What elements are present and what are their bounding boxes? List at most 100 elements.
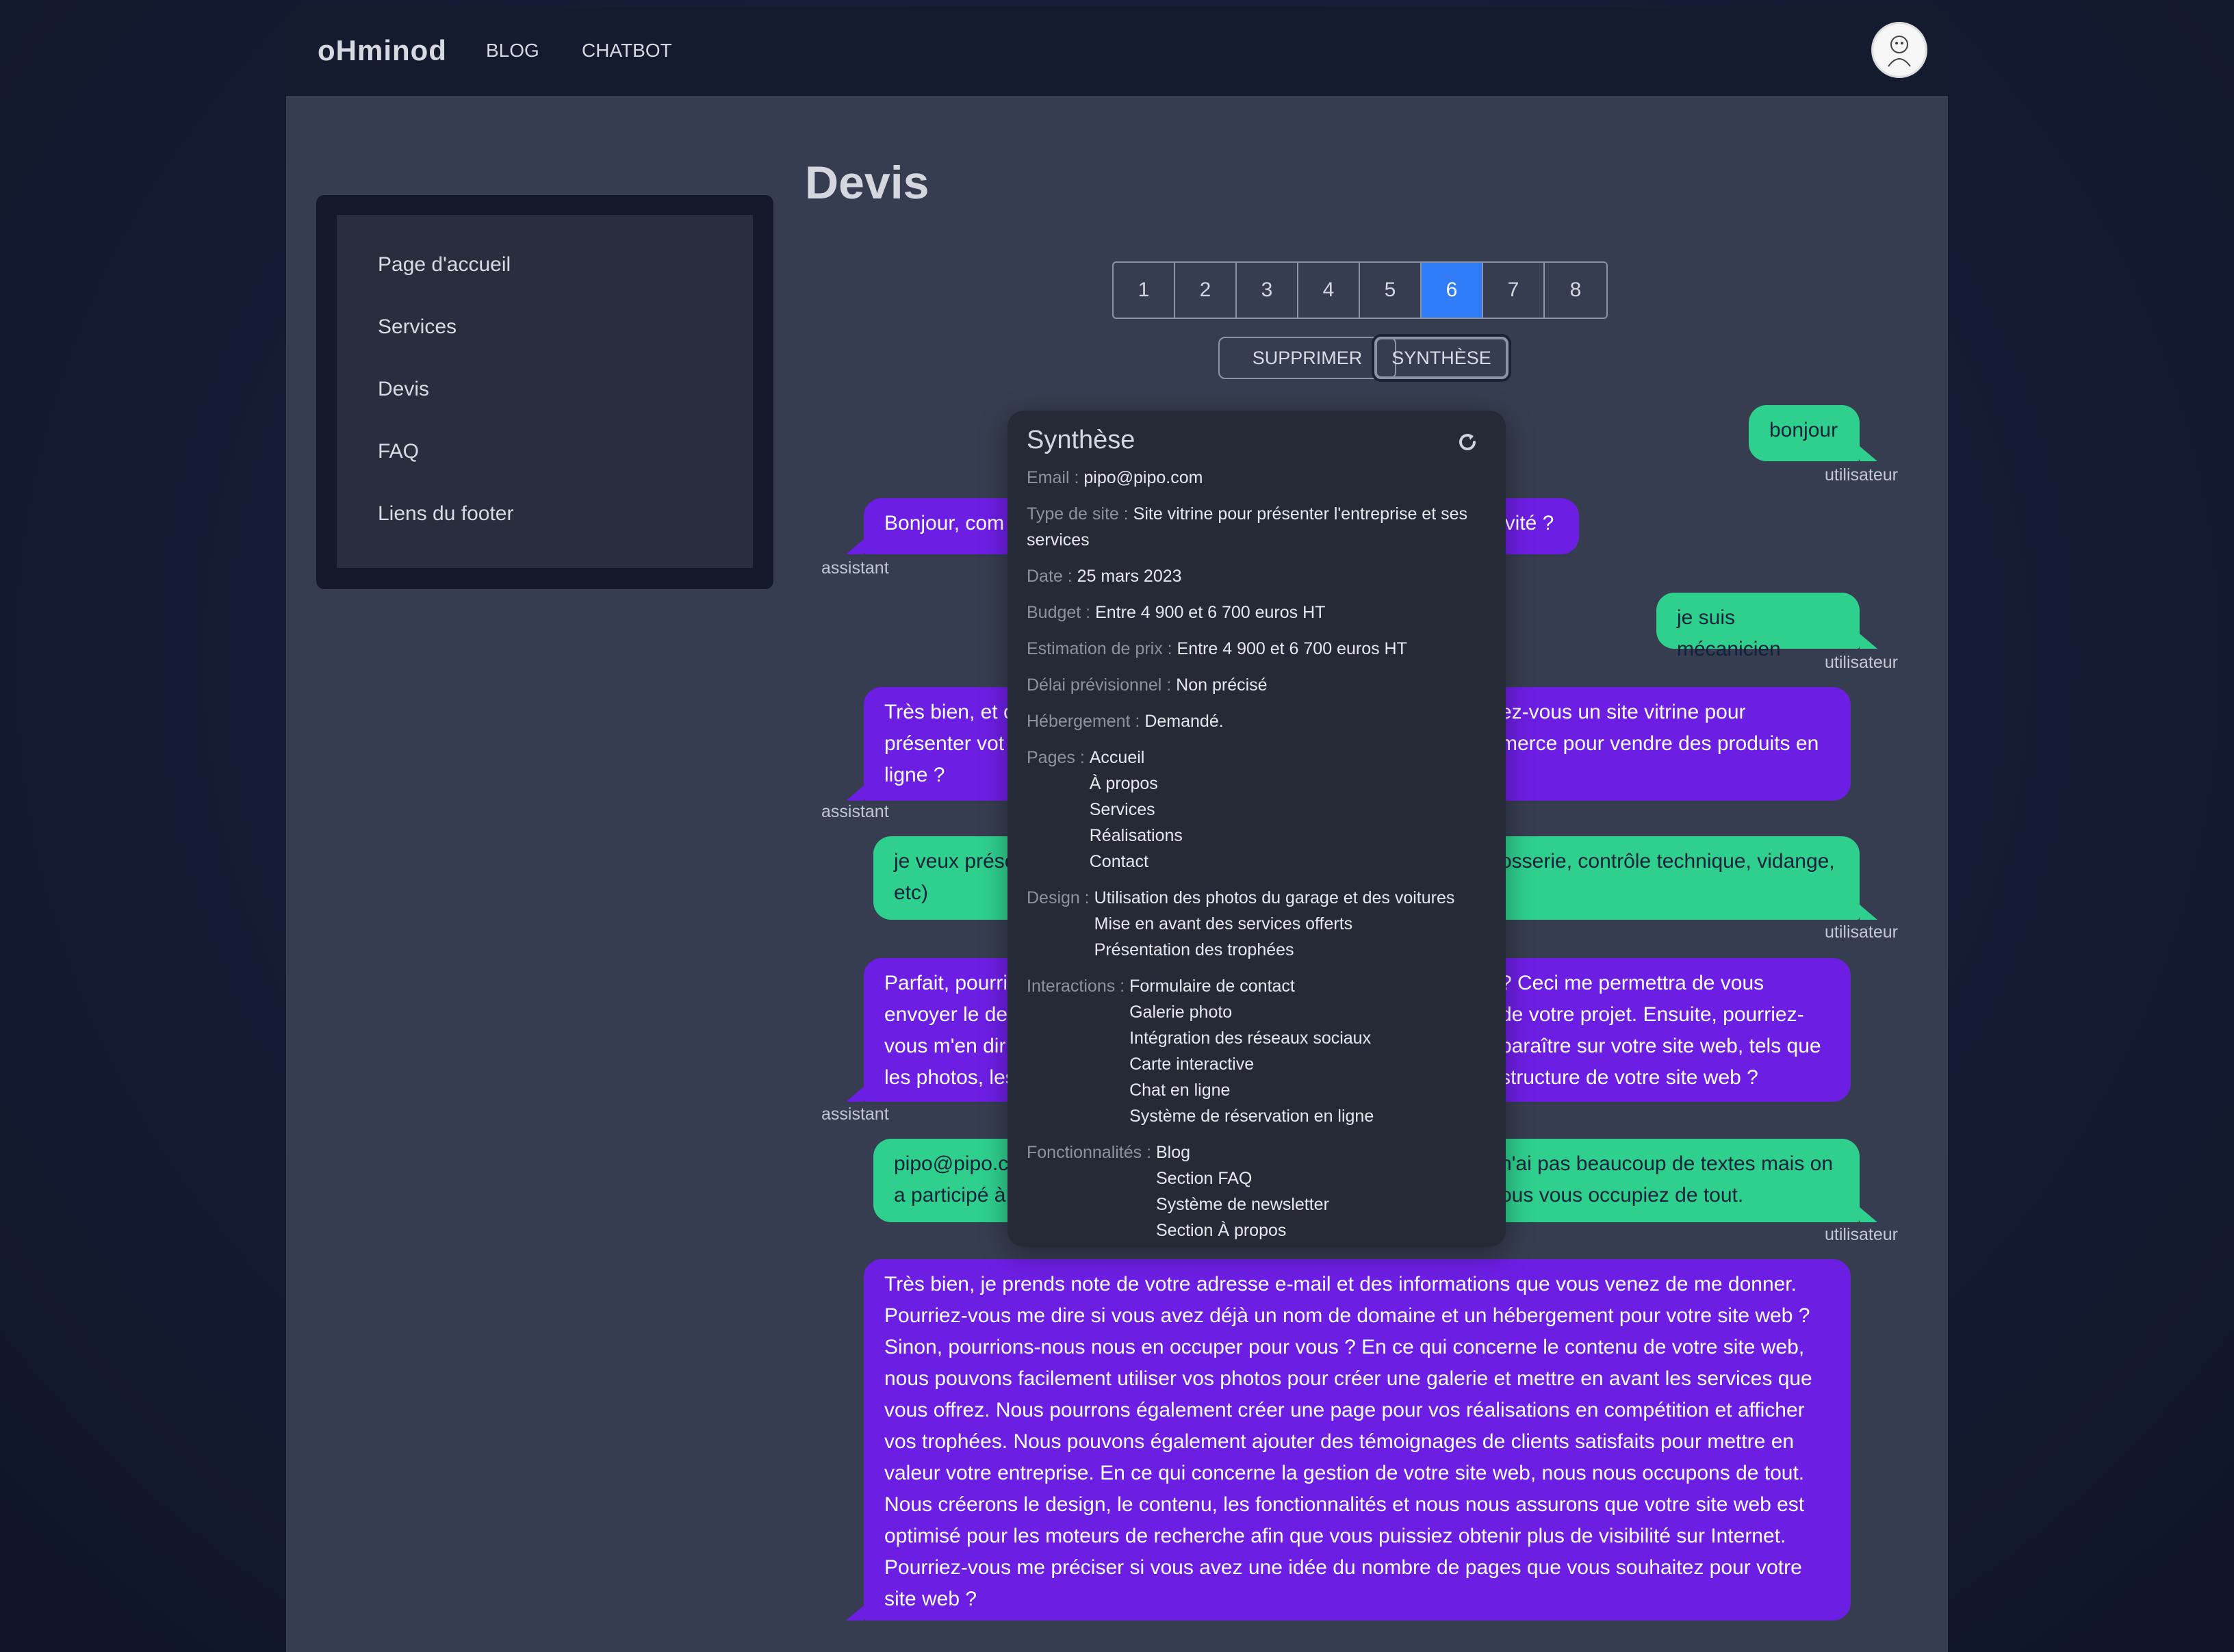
message-text: Très bien, je prends note de votre adres… (884, 1273, 1812, 1610)
chat-message-user: je suis mécanicien (1656, 593, 1860, 660)
delete-button[interactable]: SUPPRIMER (1218, 337, 1396, 379)
field-label: Budget : (1027, 603, 1091, 622)
field-value: Présentation des trophées (1094, 940, 1294, 959)
sidebar-item-footer-links[interactable]: Liens du footer (378, 502, 514, 525)
synthesis-title: Synthèse (1027, 426, 1135, 454)
field-value: À propos (1089, 774, 1158, 793)
field-label: Estimation de prix : (1027, 639, 1172, 658)
message-text: envoyer le de (884, 1003, 1008, 1026)
message-text: les photos, les (884, 1066, 1016, 1089)
message-text: a participé à (894, 1184, 1006, 1206)
chat-message-user: bonjour (1749, 405, 1860, 461)
sidebar-menu: Page d'accueil Services Devis FAQ Liens … (337, 215, 753, 568)
page-button-4[interactable]: 4 (1298, 263, 1360, 318)
page-button-1[interactable]: 1 (1114, 263, 1175, 318)
field-label: Pages : (1027, 748, 1085, 767)
bubble-tail (846, 1087, 864, 1102)
page-button-5[interactable]: 5 (1360, 263, 1422, 318)
sidebar-item-faq[interactable]: FAQ (378, 440, 420, 463)
nav-chatbot-link[interactable]: CHATBOT (582, 40, 672, 61)
synthesis-email-row: Email : pipo@pipo.com (1027, 465, 1487, 491)
message-text: de votre projet. Ensuite, pourriez- (1500, 1003, 1804, 1026)
message-text: structure de votre site web ? (1500, 1066, 1758, 1089)
field-value: Site vitrine pour présenter l'entreprise… (1027, 504, 1467, 550)
message-text: pipo@pipo.c (894, 1152, 1009, 1175)
message-role: assistant (821, 558, 889, 578)
sidebar-item-home[interactable]: Page d'accueil (378, 253, 511, 276)
message-role: assistant (821, 802, 889, 821)
message-text: je veux prése (894, 850, 1016, 873)
message-text: je suis mécanicien (1677, 606, 1781, 660)
synthesis-site-type-row: Type de site : Site vitrine pour présent… (1027, 501, 1487, 553)
bubble-tail (1860, 446, 1877, 461)
message-role: utilisateur (1825, 465, 1898, 485)
field-value: Section FAQ (1156, 1169, 1253, 1188)
bubble-tail (1860, 905, 1877, 920)
field-value: Non précisé (1176, 675, 1268, 695)
page-button-7[interactable]: 7 (1483, 263, 1545, 318)
bubble-tail (1860, 1207, 1877, 1222)
synthesis-button[interactable]: SYNTHÈSE (1374, 337, 1508, 379)
field-value: Chat en ligne (1129, 1081, 1231, 1100)
refresh-icon[interactable] (1456, 431, 1478, 453)
bubble-tail (846, 1605, 864, 1621)
user-avatar[interactable] (1871, 22, 1927, 78)
page-button-8[interactable]: 8 (1569, 279, 1582, 301)
field-value: Formulaire de contact (1129, 977, 1295, 996)
field-value: 25 mars 2023 (1077, 567, 1182, 586)
sidebar-item-services[interactable]: Services (378, 315, 457, 338)
field-label: Type de site : (1027, 504, 1129, 524)
message-text: ? Ceci me permettra de vous (1500, 972, 1764, 994)
field-label: Délai prévisionnel : (1027, 675, 1172, 695)
bubble-tail (1860, 634, 1877, 649)
field-value: Contact (1089, 852, 1148, 871)
bubble-tail (846, 539, 864, 554)
top-navbar: oHminod BLOG CHATBOT (286, 7, 1948, 96)
message-text: Bonjour, com (884, 512, 1005, 534)
synthesis-pages-row: Pages : Accueil À propos Services Réalis… (1027, 745, 1487, 875)
message-text: ez-vous un site vitrine pour (1500, 701, 1746, 723)
message-text: Parfait, pourri (884, 972, 1008, 994)
field-value: Réalisations (1089, 826, 1183, 845)
page-button-6[interactable]: 6 (1422, 263, 1483, 318)
message-text: Très bien, et c (884, 701, 1014, 723)
field-label: Fonctionnalités : (1027, 1143, 1152, 1162)
message-role: utilisateur (1825, 922, 1898, 942)
field-value: Carte interactive (1129, 1055, 1255, 1074)
field-label: Interactions : (1027, 977, 1125, 996)
field-value: Entre 4 900 et 6 700 euros HT (1177, 639, 1407, 658)
quote-pagination: 1 2 3 4 5 6 7 8 (1112, 261, 1608, 319)
chat-message-assistant: Très bien, je prends note de votre adres… (864, 1259, 1851, 1621)
nav-blog-link[interactable]: BLOG (486, 40, 539, 61)
field-value: Section À propos (1156, 1221, 1287, 1240)
message-text: n'ai pas beaucoup de textes mais on (1500, 1152, 1834, 1175)
field-value: Services (1089, 800, 1155, 819)
field-value: Galerie photo (1129, 1003, 1233, 1022)
field-value: Utilisation des photos du garage et des … (1094, 888, 1455, 907)
synthesis-features-row: Fonctionnalités : Blog Section FAQ Systè… (1027, 1139, 1487, 1243)
synthesis-interactions-row: Interactions : Formulaire de contact Gal… (1027, 973, 1487, 1129)
field-value: pipo@pipo.com (1083, 468, 1203, 487)
message-text: osserie, contrôle technique, vidange, (1500, 850, 1835, 873)
message-text: bonjour (1769, 419, 1838, 441)
synthesis-design-row: Design : Utilisation des photos du garag… (1027, 885, 1487, 963)
page-button-3[interactable]: 3 (1237, 263, 1298, 318)
message-role: assistant (821, 1105, 889, 1124)
page-title: Devis (805, 157, 929, 209)
message-text: paraître sur votre site web, tels que (1500, 1035, 1821, 1057)
site-logo[interactable]: oHminod (318, 34, 447, 66)
field-label: Design : (1027, 888, 1090, 907)
field-value: Accueil (1089, 748, 1145, 767)
field-value: Système de newsletter (1156, 1195, 1329, 1214)
message-text: ous vous occupiez de tout. (1500, 1184, 1744, 1206)
message-role: utilisateur (1825, 1225, 1898, 1244)
bubble-tail (846, 786, 864, 801)
sidebar-item-devis[interactable]: Devis (378, 378, 430, 400)
page-button-2[interactable]: 2 (1175, 263, 1237, 318)
message-text: vous m'en dir (884, 1035, 1006, 1057)
synthesis-deadline-row: Délai prévisionnel : Non précisé (1027, 672, 1487, 698)
message-text: ligne ? (884, 764, 945, 786)
field-label: Email : (1027, 468, 1079, 487)
message-text: etc) (894, 881, 929, 904)
message-role: utilisateur (1825, 653, 1898, 672)
